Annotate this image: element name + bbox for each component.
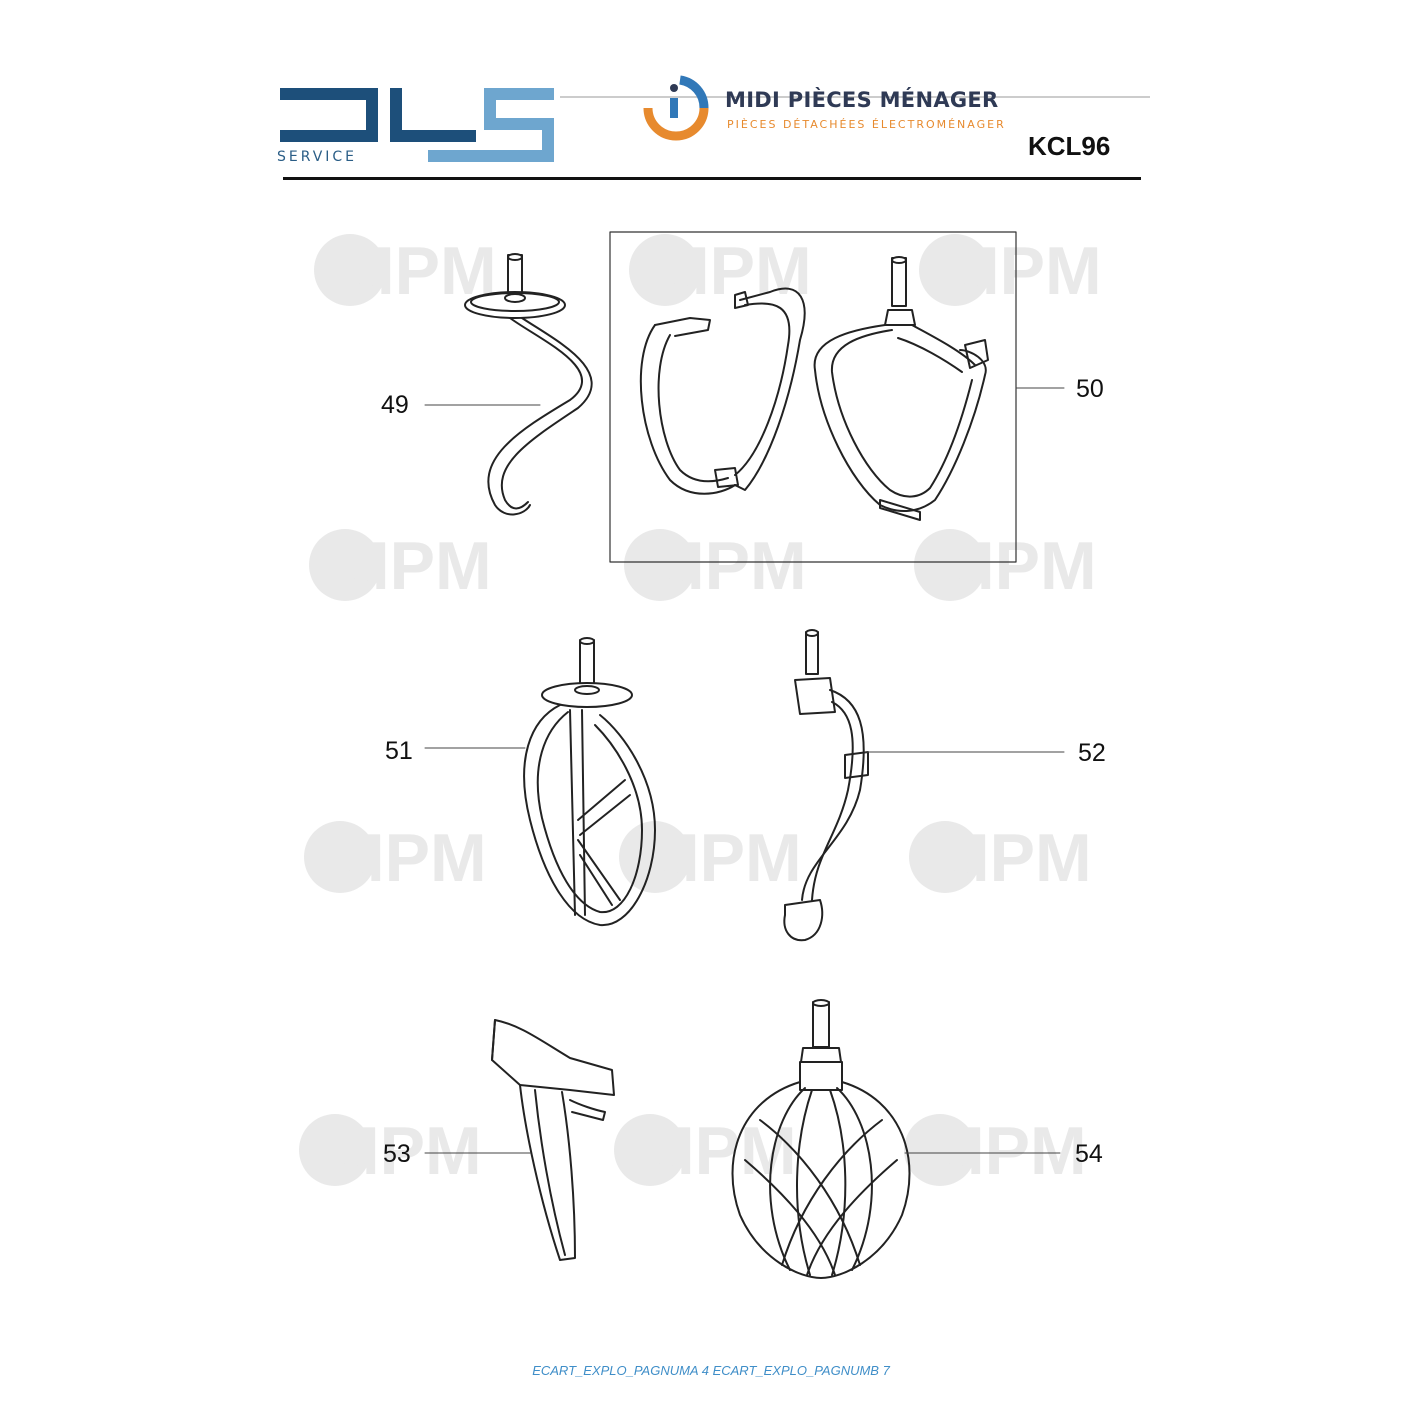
dls-logo [280, 88, 554, 162]
header-rule [283, 177, 1141, 180]
part-50-group-box [609, 231, 1017, 563]
callout-49: 49 [381, 391, 409, 419]
part-50-flex-beater[interactable] [813, 256, 989, 521]
part-52-dough-hook[interactable] [783, 629, 869, 942]
mpm-logo-icon [643, 75, 709, 141]
dls-service-label: SERVICE [277, 149, 358, 165]
model-number: KCL96 [1028, 131, 1111, 161]
part-51-k-beater[interactable] [523, 637, 656, 927]
mpm-title: MIDI PIÈCES MÉNAGER [725, 88, 999, 112]
callout-54: 54 [1075, 1140, 1103, 1168]
header-rule-top [560, 96, 1150, 98]
footer-page-ref: ECART_EXPLO_PAGNUMA 4 ECART_EXPLO_PAGNUM… [532, 1363, 890, 1378]
part-53-scraper-blade[interactable] [491, 1019, 615, 1261]
callout-53: 53 [383, 1140, 411, 1168]
callout-50: 50 [1076, 375, 1104, 403]
callout-52: 52 [1078, 739, 1106, 767]
part-50-scraper[interactable] [639, 287, 806, 495]
mpm-subtitle: PIÈCES DÉTACHÉES ÉLECTROMÉNAGER [727, 118, 1006, 131]
part-54-balloon-whisk[interactable] [731, 999, 911, 1279]
part-49-dough-hook[interactable] [464, 253, 593, 516]
callout-51: 51 [385, 737, 413, 765]
